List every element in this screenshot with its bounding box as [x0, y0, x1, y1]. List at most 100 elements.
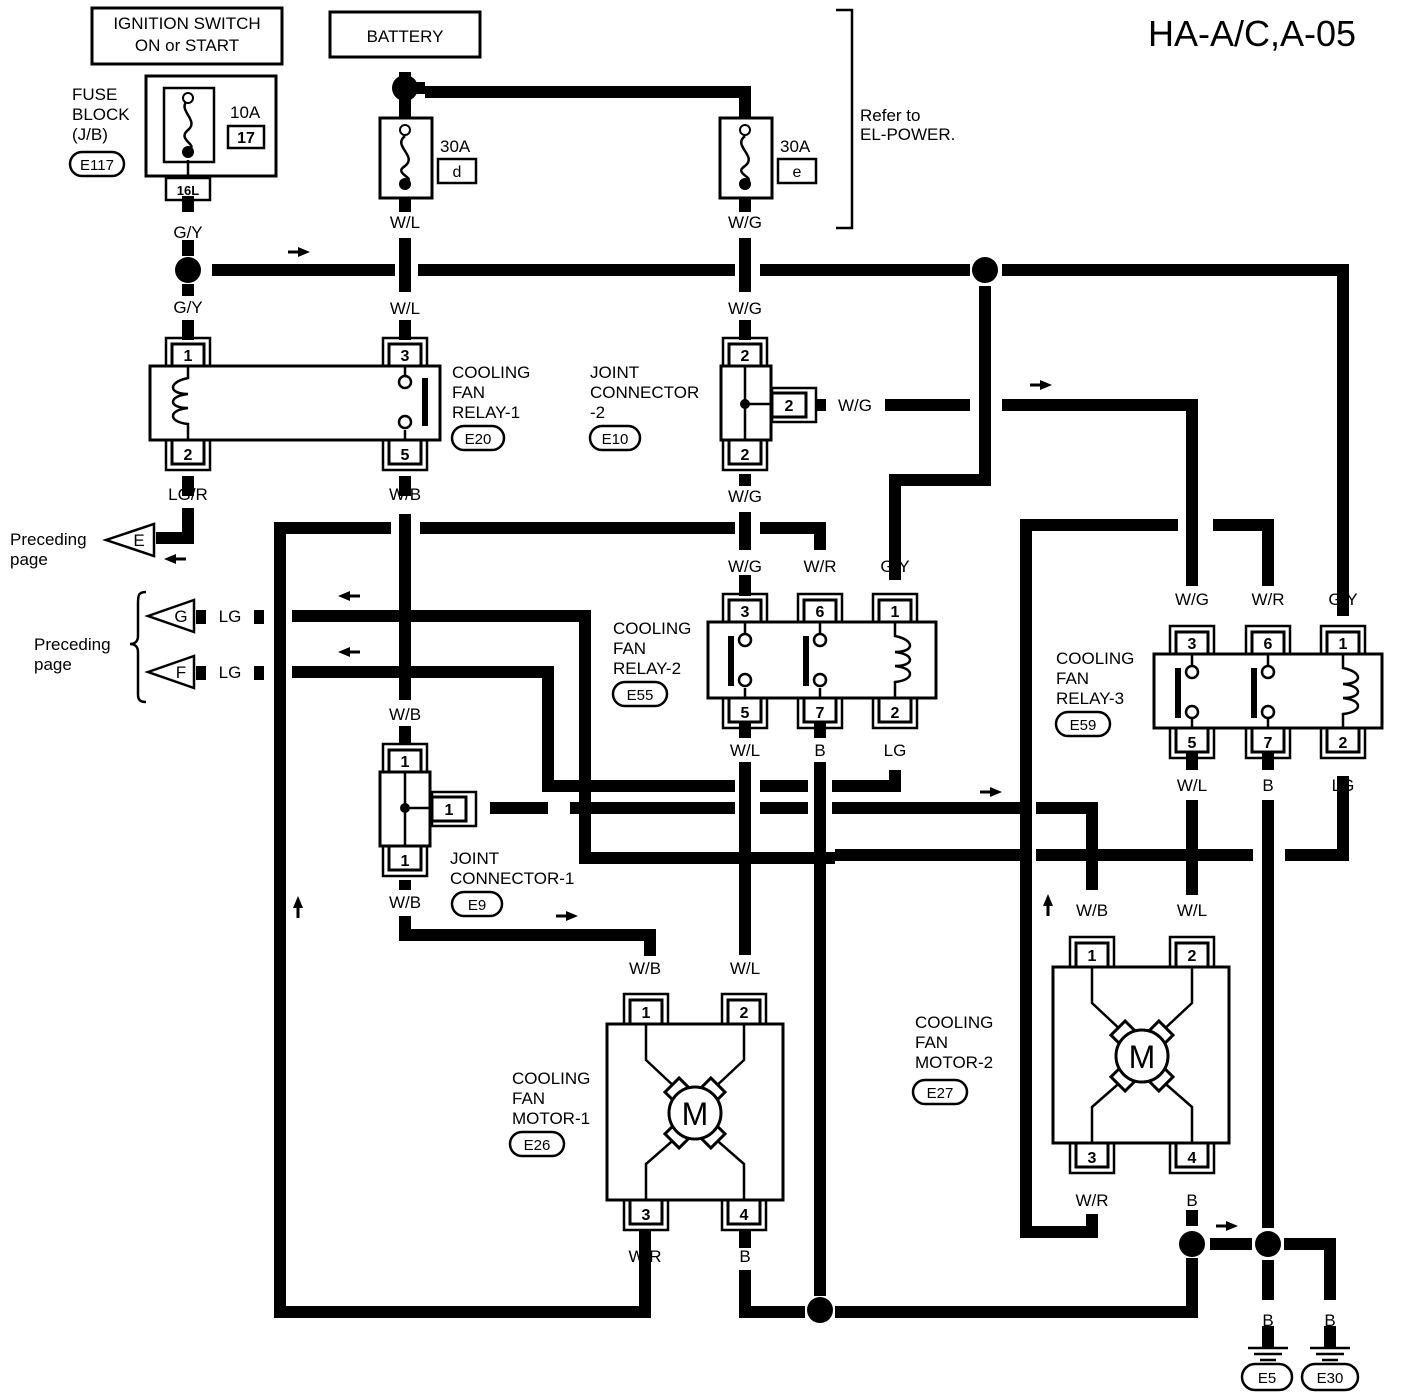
- motor1-connector: E26: [524, 1137, 551, 1154]
- relay2-contact-a-icon: [728, 636, 734, 686]
- ignition-label-1: IGNITION SWITCH: [113, 14, 260, 33]
- preceding-label-1: Preceding: [10, 530, 87, 549]
- joint2-label-3: -2: [590, 403, 605, 422]
- relay2-connector: E55: [627, 687, 654, 704]
- motor1-pin-3: 3: [642, 1207, 651, 1224]
- ignition-label-2: ON or START: [135, 36, 239, 55]
- joint1-pin-top: 1: [401, 754, 410, 771]
- lg-f-wire: [292, 666, 901, 792]
- b-ground-bus: [739, 1230, 1198, 1318]
- fuse-d-rating: 30A: [440, 137, 471, 156]
- gy-relay2-wire: [889, 286, 991, 580]
- wire-r2-wr: W/R: [803, 557, 836, 576]
- preceding-label-2: page: [10, 550, 48, 569]
- cooling-fan-relay-3: 3 6 1 5 7 2 COOLING FAN RELAY-3 E59: [1054, 624, 1384, 760]
- wb-motor2-wire: [490, 802, 1098, 890]
- fuse-block-label-2: BLOCK: [72, 105, 130, 124]
- relay2-contact-b-icon: [803, 636, 809, 686]
- wire-r2-wg: W/G: [728, 557, 762, 576]
- off-page-e-letter: E: [133, 531, 144, 550]
- off-page-g-letter: G: [174, 607, 187, 626]
- relay2-pin-1: 1: [891, 604, 900, 621]
- motor2-pin-3: 3: [1088, 1150, 1097, 1167]
- arrow-right-icon: [1214, 1219, 1240, 1233]
- relay2-label-2: FAN: [613, 639, 646, 658]
- motor1-label-2: FAN: [512, 1089, 545, 1108]
- arrow-right-icon: [554, 909, 580, 923]
- motor2-pin-4: 4: [1188, 1150, 1197, 1167]
- wire-gy-mid: G/Y: [173, 298, 202, 317]
- relay3-label-1: COOLING: [1056, 649, 1134, 668]
- arrow-right-icon: [286, 245, 312, 259]
- wire-wg-e: W/G: [728, 213, 762, 232]
- arrow-up-icon: [1041, 892, 1055, 918]
- wire-m2-wr: W/R: [1075, 1191, 1108, 1210]
- relay1-pin-2: 2: [184, 447, 193, 464]
- lg-g-wire: [292, 610, 1349, 864]
- refer-bracket: Refer to EL-POWER.: [836, 8, 955, 230]
- relay1-connector: E20: [465, 431, 492, 448]
- relay2-pin-3: 3: [741, 604, 750, 621]
- wire-lg-g: LG: [219, 607, 242, 626]
- splice-ground-bus: [807, 1297, 833, 1323]
- joint2-connector: E10: [602, 431, 629, 448]
- wr-top-wire: [420, 522, 826, 550]
- motor2-symbol: M: [1129, 1039, 1156, 1075]
- joint-connector-1: 1 1 1 JOINT CONNECTOR-1 E9: [378, 742, 574, 918]
- wr-loop-wire: [274, 522, 651, 1318]
- relay3-pin-5: 5: [1188, 735, 1197, 752]
- ground-e5: E5: [1258, 1370, 1276, 1387]
- relay3-pin-2: 2: [1339, 735, 1348, 752]
- joint1-pin-bottom: 1: [401, 853, 410, 870]
- wire-wl-d: W/L: [390, 213, 420, 232]
- fuse-e-rating: 30A: [780, 137, 811, 156]
- fuse-block-label-3: (J/B): [72, 125, 108, 144]
- wire-r2-wl: W/L: [730, 741, 760, 760]
- wire-wg-joint2: W/G: [728, 299, 762, 318]
- wire-r3-b: B: [1262, 776, 1273, 795]
- relay3-label-3: RELAY-3: [1056, 689, 1124, 708]
- relay3-label-2: FAN: [1056, 669, 1089, 688]
- wire-labels: G/Y G/Y W/L W/L W/G W/G LG/R W/B W/G W/G…: [168, 213, 1357, 1330]
- wire-r3-wr: W/R: [1251, 590, 1284, 609]
- splice-ground: [1255, 1231, 1281, 1257]
- fuse-e-id: e: [793, 164, 802, 181]
- relay1-pin-3: 3: [401, 348, 410, 365]
- wire-m1-wr: W/R: [628, 1247, 661, 1266]
- motor1-pin-1: 1: [642, 1005, 651, 1022]
- ignition-switch: IGNITION SWITCH ON or START: [90, 6, 284, 66]
- grounds: E5 E30: [1240, 1326, 1360, 1392]
- cooling-fan-motor-2: 1 2 3 4 M COOLING FAN MOTOR-2 E27: [911, 935, 1231, 1175]
- wire-r3-wl: W/L: [1177, 776, 1207, 795]
- preceding-gf-label-2: page: [34, 655, 72, 674]
- relay2-pin-5: 5: [741, 705, 750, 722]
- relay3-pin-1: 1: [1339, 636, 1348, 653]
- joint2-label-1: JOINT: [590, 363, 639, 382]
- fuse-terminal: 16L: [177, 183, 199, 198]
- relay2-label-3: RELAY-2: [613, 659, 681, 678]
- joint1-pin-side: 1: [445, 802, 454, 819]
- fuse-d-id: d: [453, 164, 462, 181]
- wire-r2-lg: LG: [884, 741, 907, 760]
- splices: [175, 75, 1281, 1323]
- wb-motor1-wire: [399, 880, 656, 956]
- splice-gy-left: [175, 257, 201, 283]
- wire-wb-j1-side: W/B: [496, 799, 528, 818]
- page-title: HA-A/C,A-05: [1148, 13, 1356, 54]
- wire-m1-b: B: [739, 1247, 750, 1266]
- motor2-pin-1: 1: [1088, 948, 1097, 965]
- arrow-left-icon: [336, 645, 362, 659]
- motor1-icon: [667, 1085, 723, 1141]
- arrow-right-icon: [1028, 378, 1054, 392]
- cooling-fan-motor-1: 1 2 3 4 M COOLING FAN MOTOR-1 E26: [508, 992, 785, 1232]
- joint2-pin-side: 2: [785, 398, 794, 415]
- relay1-contact-icon: [422, 378, 428, 426]
- motor1-symbol: M: [682, 1096, 709, 1132]
- preceding-page-gf: Preceding page G F LG LG: [34, 590, 264, 704]
- arrow-up-icon: [291, 894, 305, 920]
- off-page-f-letter: F: [176, 663, 186, 682]
- joint-connector-2: 2 2 2 JOINT CONNECTOR -2 E10: [588, 336, 818, 472]
- cooling-fan-relay-2: 3 6 1 5 7 2 COOLING FAN RELAY-2 E55: [611, 592, 938, 730]
- motor2-connector: E27: [927, 1085, 954, 1102]
